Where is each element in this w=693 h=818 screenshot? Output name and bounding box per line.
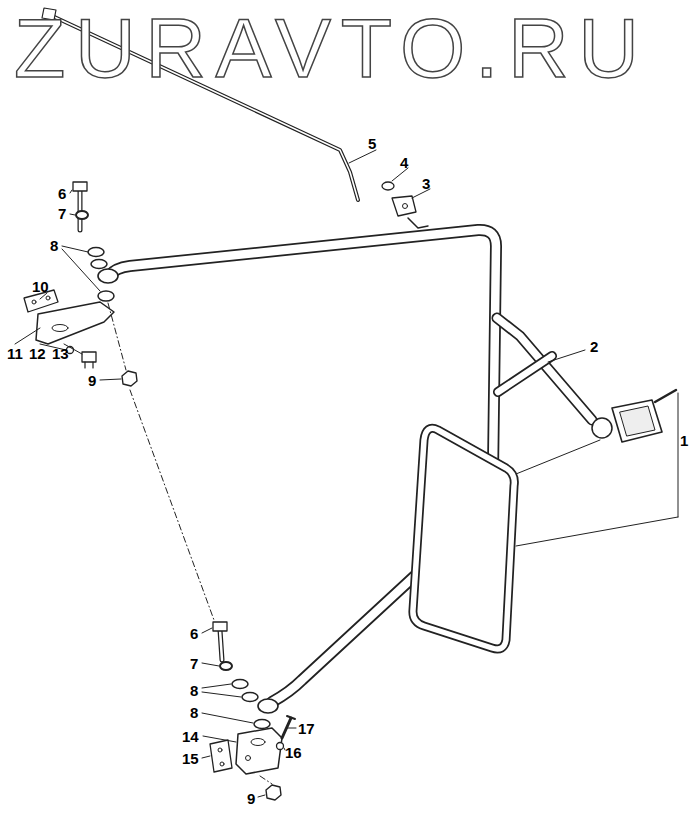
callout-number: 8 — [190, 683, 198, 698]
spring-washer — [220, 662, 232, 670]
block-hole — [251, 739, 265, 746]
callout-number: 5 — [368, 136, 376, 151]
nut — [122, 371, 137, 386]
bolt-head — [213, 622, 227, 631]
plate-hole — [218, 748, 222, 752]
frame-tube — [272, 560, 432, 702]
clamp-screw — [408, 218, 428, 228]
washer — [88, 248, 104, 257]
callout-number: 9 — [88, 373, 96, 388]
leader-lines — [15, 150, 585, 797]
axis-line — [108, 303, 126, 370]
bolt — [78, 186, 83, 230]
callout-number: 9 — [247, 791, 255, 806]
callout-number: 11 — [7, 346, 23, 361]
arm-brace — [498, 356, 552, 392]
washer — [242, 693, 258, 702]
callout-number: 10 — [32, 279, 49, 294]
callout-number: 16 — [285, 745, 302, 760]
callout-number: 14 — [182, 729, 199, 744]
hinge-eye — [258, 699, 278, 713]
mirror-arm — [497, 318, 592, 420]
mirror-glass — [413, 428, 514, 649]
plate-hole — [32, 300, 36, 304]
callout-number: 17 — [298, 721, 315, 736]
bolt — [79, 186, 82, 230]
callout-number: 6 — [58, 186, 66, 201]
mount-screw — [655, 390, 676, 402]
plate-hole — [220, 762, 224, 766]
clamp — [392, 196, 416, 216]
callout-number: 7 — [190, 656, 198, 671]
hinge-eye — [98, 269, 118, 283]
bracket-slot — [52, 325, 68, 332]
callout-number: 6 — [190, 626, 198, 641]
callout-number: 15 — [182, 751, 199, 766]
bolt-head — [73, 182, 87, 191]
leader-line — [516, 440, 600, 474]
hinge-block — [236, 728, 282, 774]
callout-number: 13 — [52, 346, 69, 361]
frame-tube — [272, 560, 432, 702]
mount-plate — [612, 400, 662, 442]
washer — [91, 260, 107, 269]
callout-number: 8 — [190, 705, 198, 720]
washer — [277, 743, 284, 750]
washer — [254, 720, 270, 729]
plate-hole — [46, 296, 50, 300]
hinge-bracket — [36, 302, 114, 344]
callout-number: 4 — [400, 155, 408, 170]
axis-line — [260, 776, 272, 784]
arm-brace — [498, 356, 552, 392]
watermark: ZURAVTO.RU — [14, 6, 649, 90]
block-hole — [246, 756, 251, 761]
axis-line — [130, 390, 214, 620]
spring-washer — [76, 211, 88, 219]
callout-number: 8 — [50, 238, 58, 253]
leader-line — [678, 393, 679, 517]
spacer-plate — [210, 740, 232, 772]
mount-plate — [620, 406, 655, 436]
washer — [232, 680, 248, 689]
mirror-glass — [413, 428, 514, 649]
mirror-arm — [497, 318, 592, 420]
bolt — [220, 630, 222, 660]
bolt — [220, 630, 222, 660]
bolt — [85, 362, 93, 368]
callout-number: 7 — [58, 206, 66, 221]
screw — [287, 716, 295, 719]
washer — [382, 182, 394, 190]
callout-number: 2 — [590, 339, 598, 354]
leader-line — [516, 517, 678, 546]
callout-number: 12 — [29, 346, 46, 361]
callout-number: 1 — [680, 433, 688, 448]
nut — [266, 785, 281, 800]
callout-number: 3 — [422, 176, 430, 191]
ball-joint — [592, 418, 612, 438]
clamp-hole — [403, 204, 408, 209]
bolt — [82, 352, 96, 362]
washer — [98, 291, 114, 301]
